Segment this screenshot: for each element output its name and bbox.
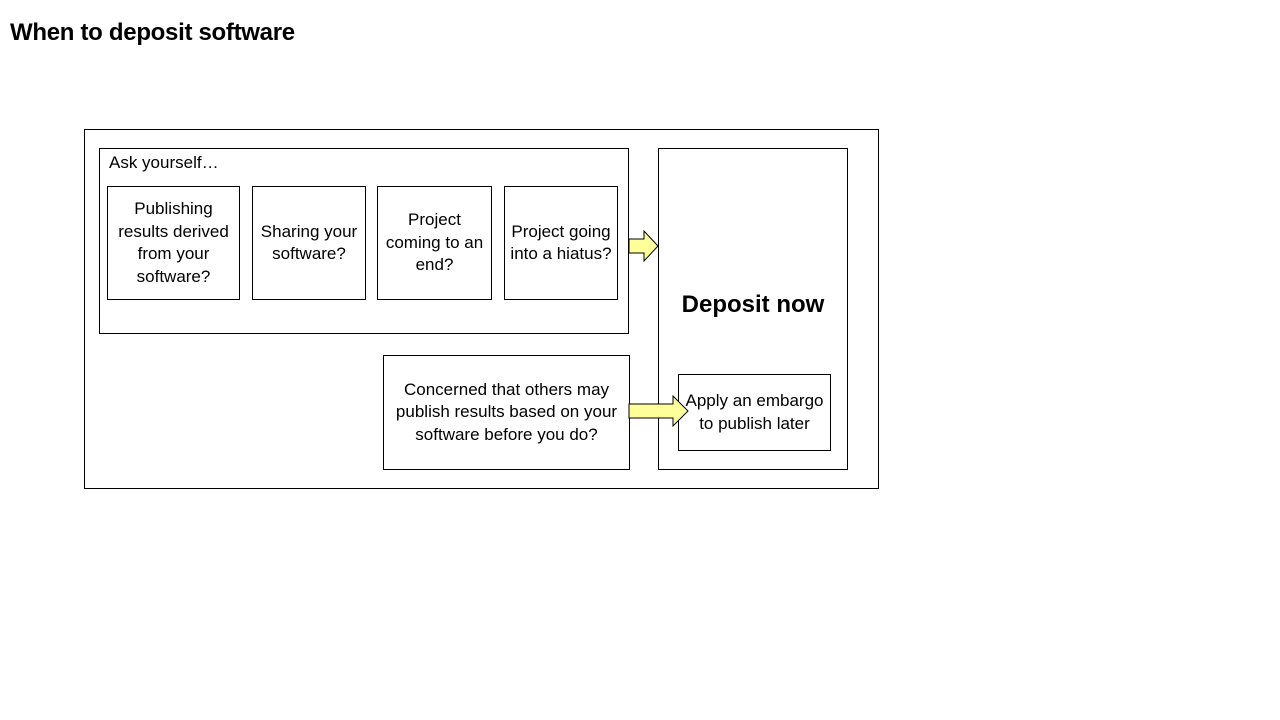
arrow-to-embargo-icon (628, 395, 689, 427)
question-sharing-software: Sharing your software? (252, 186, 366, 300)
arrow-to-deposit-icon (628, 230, 659, 262)
question-project-hiatus: Project going into a hiatus? (504, 186, 618, 300)
question-publishing-results: Publishing results derived from your sof… (107, 186, 240, 300)
concern-box: Concerned that others may publish result… (383, 355, 630, 470)
ask-yourself-label: Ask yourself… (109, 153, 219, 172)
question-project-ending: Project coming to an end? (377, 186, 492, 300)
embargo-box: Apply an embargo to publish later (678, 374, 831, 451)
deposit-now-label: Deposit now (681, 291, 825, 318)
page-title: When to deposit software (10, 19, 295, 46)
